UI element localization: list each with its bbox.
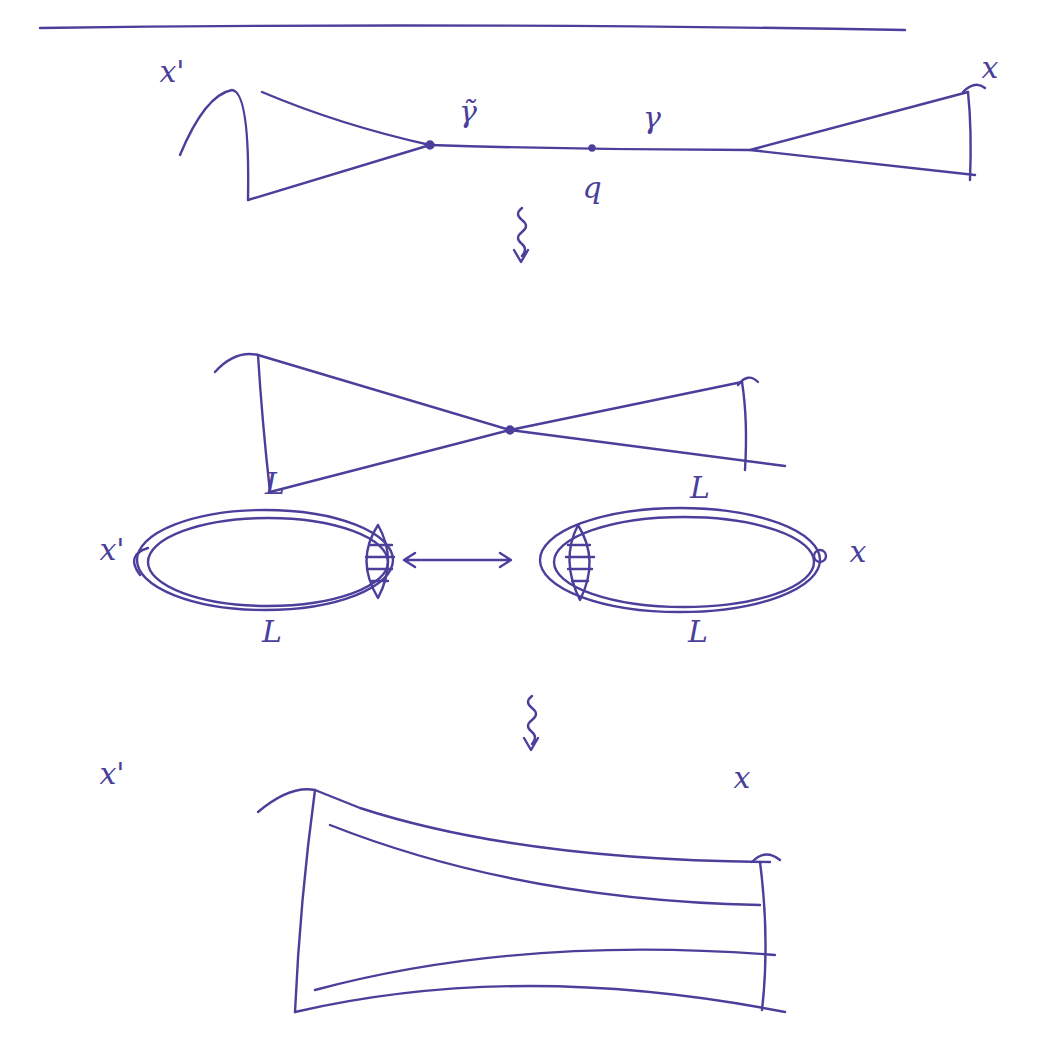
math-label: γ [643,103,661,133]
math-label: L [262,617,282,647]
marked-point [814,550,826,562]
geodesic [430,145,750,150]
ellipse [540,508,820,612]
left-slice [180,90,248,200]
tube-shading [315,825,775,990]
hatched-cap [569,525,589,600]
hatching [566,545,594,581]
math-label: x' [159,57,184,87]
math-label: x [734,763,751,793]
math-label: γ̃ [459,97,477,127]
top-rule [40,25,905,30]
left-slice [258,789,315,1012]
point-q [590,146,595,151]
squiggle-arrow [524,696,538,750]
math-label: x' [99,535,124,565]
math-label: L [265,469,285,499]
tube-bottom [295,986,785,1012]
math-label: q [582,173,601,203]
ellipse [554,517,814,607]
hatching [366,545,394,581]
right-slice [752,854,780,1010]
math-label: x [982,53,999,83]
math-label: L [690,473,710,503]
tube-top [315,790,770,862]
ellipse [148,518,388,606]
math-label: x' [99,759,124,789]
left-cone [248,92,430,200]
right-cone [750,92,975,175]
double-arrow [404,553,511,567]
ellipse [137,510,393,610]
math-label: L [688,617,708,647]
right-slice [963,85,985,180]
left-slice [215,354,270,492]
left-cone [258,355,510,492]
hatched-cap [367,525,389,598]
tip [134,548,148,575]
right-slice [738,378,758,470]
math-label: x [850,537,867,567]
squiggle-arrow [514,208,528,262]
vertex-dot [427,142,434,149]
